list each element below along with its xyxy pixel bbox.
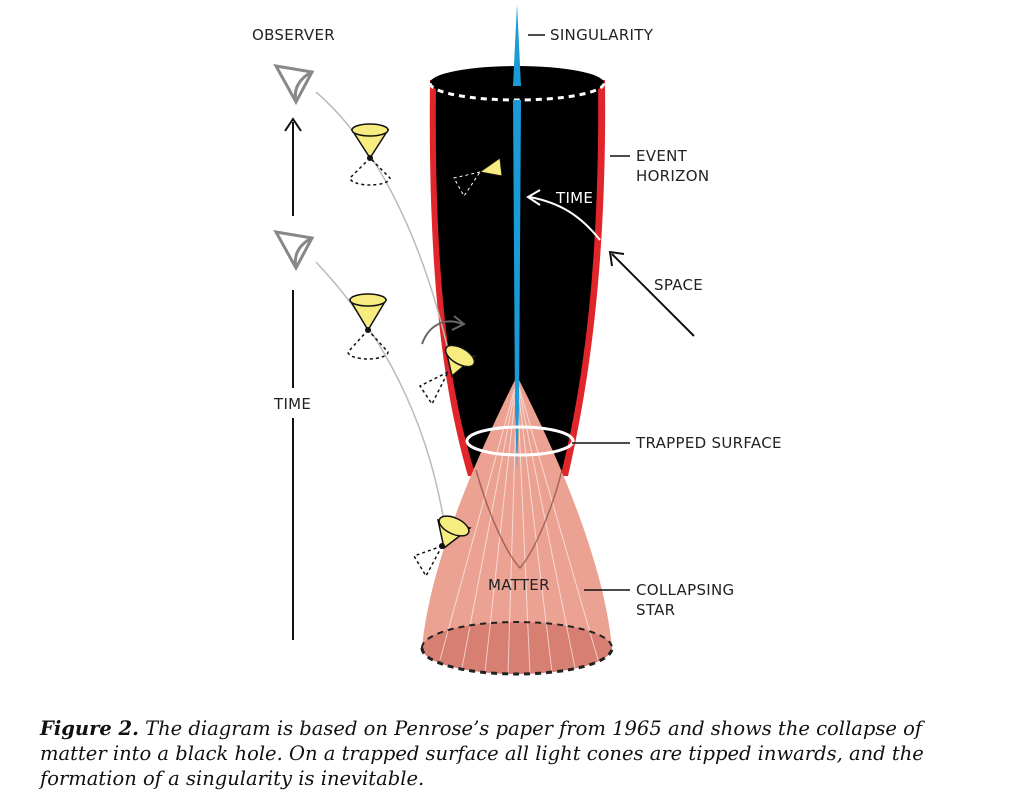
caption-label: Figure 2. (40, 717, 139, 740)
caption-text: The diagram is based on Penrose’s paper … (40, 717, 924, 790)
light-cone-3 (347, 293, 389, 360)
tipping-arrowhead (451, 315, 466, 331)
event-horizon-label-line1: EVENT (636, 147, 688, 165)
singularity-line (513, 100, 521, 470)
observer-eye-icon-upper (273, 64, 315, 106)
event-horizon-label-line2: HORIZON (636, 167, 709, 185)
light-cone-4-tipped (418, 344, 478, 406)
matter-cone-bottom-dashed (420, 647, 614, 676)
figure-caption: Figure 2. The diagram is based on Penros… (40, 716, 990, 791)
matter-cone-base (422, 622, 612, 674)
light-cone-5 (412, 515, 472, 578)
worldline-outer (315, 91, 449, 351)
time-axis-label: TIME (273, 395, 311, 413)
space-arrowhead (608, 250, 625, 267)
observer-label: OBSERVER (252, 26, 335, 44)
time-axis-arrowhead (284, 117, 302, 132)
observer-eye-icon-lower (273, 230, 315, 272)
trapped-surface-label: TRAPPED SURFACE (635, 434, 782, 452)
trapped-surface-ring (465, 425, 575, 457)
inner-time-label: TIME (555, 189, 593, 207)
tipping-arrow (421, 320, 463, 345)
collapsing-star-label-line2: STAR (636, 601, 675, 619)
light-cone-2-inside (453, 157, 503, 197)
collapsing-star-label-line1: COLLAPSING (636, 581, 734, 599)
inner-time-arrow (529, 196, 601, 241)
event-horizon-inner-curve (475, 469, 563, 570)
penrose-black-hole-diagram: OBSERVER SINGULARITY EVENT HORIZON TIME … (252, 4, 782, 676)
matter-cone-bottom-back (421, 621, 613, 649)
space-label: SPACE (654, 276, 703, 294)
singularity-label: SINGULARITY (550, 26, 654, 44)
inner-time-arrowhead (526, 189, 541, 206)
worldline-inner (315, 261, 447, 536)
space-arrow-line (611, 253, 695, 337)
matter-label: MATTER (488, 576, 550, 594)
light-cone-1 (349, 123, 391, 186)
singularity-spike (513, 4, 521, 86)
matter-cone (422, 376, 612, 648)
